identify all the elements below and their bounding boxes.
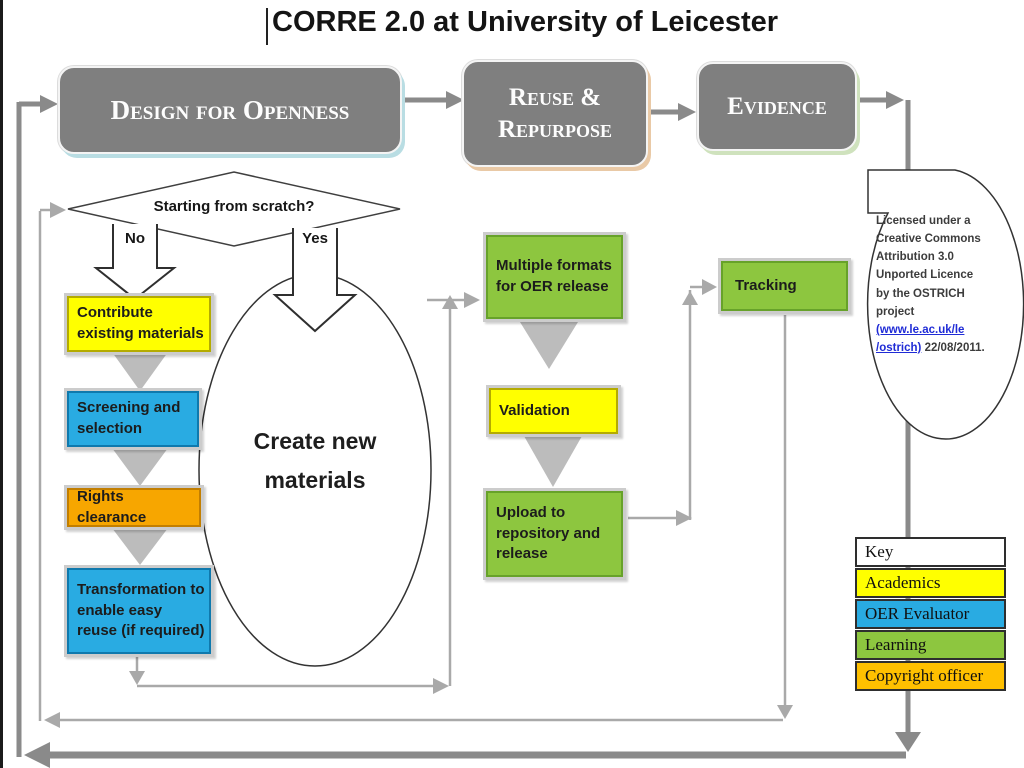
key-title-row: Key [855,537,1006,567]
arrowhead-left-icon [24,742,50,768]
box-screening-and-selection: Screening and selection [64,388,202,450]
box-label: Transformation to enable easy reuse (if … [77,580,205,640]
step-triangle-icon [112,352,168,391]
arrowhead-right-icon [676,510,692,526]
key-title: Key [865,542,894,561]
box-upload-repository: Upload to repository and release [483,488,626,580]
decision-question: Starting from scratch? [153,198,315,215]
stage-design-for-openness: Design for Openness [58,66,402,154]
arrowhead-right-icon [446,91,464,109]
arrowhead-left-icon [44,712,60,728]
create-new-materials-label: Create new materials [253,428,377,494]
key-row-label: Academics [865,573,941,592]
license-note-date: 22/08/2011. [921,342,985,355]
stage-evidence: Evidence [697,62,857,151]
box-label: Screening and selection [77,399,181,437]
text-cursor [266,8,268,45]
box-rights-clearance: Rights clearance [64,485,204,530]
box-label: Multiple formats for OER release [496,257,612,295]
key-row-learning: Learning [855,630,1006,660]
stage-reuse-repurpose: Reuse & Repurpose [462,60,648,167]
key-row-academics: Academics [855,568,1006,598]
key-row-label: Learning [865,635,927,654]
key-row-label: OER Evaluator [865,604,970,623]
step-triangle-icon [524,436,582,487]
key-row-oer-evaluator: OER Evaluator [855,599,1006,629]
box-validation: Validation [486,385,621,437]
branch-no-label: No [125,230,145,247]
arrowhead-up-icon [442,295,458,309]
arrowhead-right-icon [678,103,696,121]
arrowhead-right-icon [702,279,717,295]
box-label: Tracking [735,276,797,294]
stage-label: Design for Openness [110,94,350,125]
stage-label: Evidence [727,92,827,120]
yes-block-arrow [272,228,358,333]
stage-label: Reuse & Repurpose [497,84,613,143]
box-tracking: Tracking [718,258,851,314]
slide-left-border [0,0,3,768]
arrowhead-right-icon [433,678,449,694]
arrowhead-down-icon [895,732,921,752]
step-triangle-icon [112,528,168,565]
arrowhead-right-icon [886,91,904,109]
license-note-text: Licensed under a Creative Commons Attrib… [876,215,981,318]
box-label: Validation [499,401,570,419]
box-multiple-formats: Multiple formats for OER release [483,232,626,322]
box-contribute-existing-materials: Contribute existing materials [64,293,214,355]
step-triangle-icon [112,448,168,486]
branch-yes-label: Yes [302,230,328,247]
key-row-copyright-officer: Copyright officer [855,661,1006,691]
license-note: Licensed under a Creative Commons Attrib… [876,212,986,357]
arrowhead-right-icon [50,202,66,218]
process-arrows [38,202,793,728]
arrowhead-up-icon [682,291,698,305]
ostrich-link[interactable]: (www.le.ac.uk/le /ostrich) [876,323,965,355]
step-triangle-icon [520,322,578,369]
arrowhead-down-icon [129,671,145,685]
arrowhead-down-icon [777,705,793,719]
arrowhead-right-icon [40,95,58,113]
key-legend: Key Academics OER Evaluator Learning Cop… [855,537,1006,691]
box-label: Upload to repository and release [496,503,601,563]
box-label: Contribute existing materials [77,304,204,342]
box-label: Rights clearance [77,487,147,526]
page-title: CORRE 2.0 at University of Leicester [272,6,779,38]
arrowhead-right-icon [464,292,480,308]
license-callout-bubble [866,169,1024,440]
key-row-label: Copyright officer [865,666,984,685]
box-transformation: Transformation to enable easy reuse (if … [64,565,214,657]
step-triangles [112,322,582,565]
